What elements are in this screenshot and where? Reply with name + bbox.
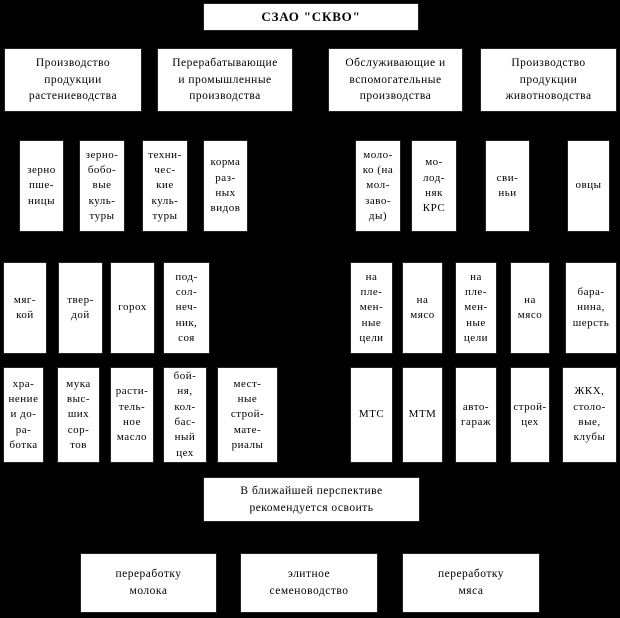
future-elite-seed-farming-box: элитное семеноводство: [240, 553, 378, 613]
node-pigs-breeding-purpose-box: на пле- мен- ные цели: [455, 262, 497, 354]
node-vegetable-oil-box: расти- тель- ное масло: [110, 367, 154, 463]
node-milk-box: моло- ко (на мол- заво- ды): [355, 140, 401, 232]
node-industrial-crops-box: техни- чес- кие куль- туры: [142, 140, 188, 232]
node-soft-wheat-box: мяг- кой: [3, 262, 47, 354]
node-feeds-box: корма раз- ных видов: [203, 140, 248, 232]
division-service-auxiliary-box: Обслуживающие и вспомогательные производ…: [328, 48, 463, 112]
future-meat-processing-box: переработку мяса: [402, 553, 540, 613]
future-milk-processing-box: переработку молока: [80, 553, 217, 613]
node-grain-wheat-box: зерно пше- ницы: [19, 140, 64, 232]
node-slaughterhouse-sausage-box: бой- ня, кол- бас- ный цех: [163, 367, 207, 463]
node-legume-crops-box: зерно- бобо- вые куль- туры: [79, 140, 125, 232]
node-mutton-wool-box: бара- нина, шерсть: [565, 262, 617, 354]
node-sheep-box: овцы: [567, 140, 610, 232]
node-young-cattle-box: мо- лод- няк КРС: [411, 140, 457, 232]
node-housing-canteens-clubs-box: ЖКХ, столо- вые, клубы: [562, 367, 617, 463]
division-processing-industrial-box: Перерабатывающие и промышленные производ…: [157, 48, 293, 112]
node-construction-shop-box: строй- цех: [510, 367, 550, 463]
division-livestock-production-box: Производство продукции животноводства: [480, 48, 617, 112]
node-pigs-box: сви- ньи: [485, 140, 530, 232]
node-local-building-materials-box: мест- ные строй- мате- риалы: [217, 367, 278, 463]
node-mtm-box: МТМ: [402, 367, 443, 463]
division-crop-production-box: Производство продукции растениеводства: [4, 48, 142, 112]
node-sunflower-soy-box: под- сол- неч- ник, соя: [163, 262, 210, 354]
node-premium-flour-box: мука выс- ших сор- тов: [57, 367, 100, 463]
node-durum-wheat-box: твер- дой: [58, 262, 103, 354]
node-auto-garage-box: авто- гараж: [455, 367, 497, 463]
node-mts-box: МТС: [350, 367, 393, 463]
node-storage-refinement-box: хра- нение и до- ра- ботка: [3, 367, 44, 463]
node-pigs-for-meat-box: на мясо: [510, 262, 550, 354]
node-cattle-for-meat-box: на мясо: [402, 262, 443, 354]
root-company-box: СЗАО "СКВО": [203, 3, 419, 31]
node-cattle-breeding-purpose-box: на пле- мен- ные цели: [350, 262, 393, 354]
future-perspective-note-box: В ближайшей перспективе рекомендуется ос…: [203, 477, 420, 522]
node-peas-box: горох: [110, 262, 155, 354]
